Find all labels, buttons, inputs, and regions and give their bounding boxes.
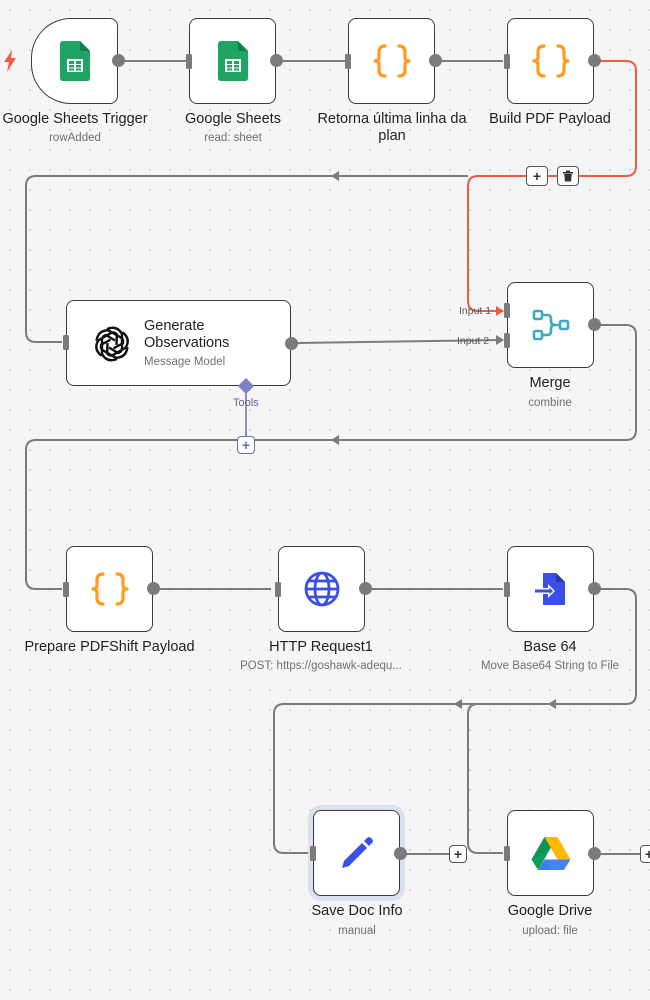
node-build-pdf-payload[interactable] [507, 18, 594, 104]
node-subtitle: rowAdded [49, 132, 101, 144]
input-handle[interactable] [504, 582, 510, 597]
node-subtitle: Move Base64 String to File [480, 660, 620, 672]
output-handle[interactable] [359, 582, 372, 595]
input-handle[interactable] [63, 582, 69, 597]
code-braces-icon [88, 567, 132, 611]
edge-delete-button[interactable] [557, 166, 579, 186]
google-sheets-icon [211, 39, 255, 83]
node-title: Build PDF Payload [489, 111, 611, 127]
output-handle[interactable] [588, 582, 601, 595]
code-braces-icon [370, 39, 414, 83]
edge-arrow-base64-loop-b [548, 699, 556, 709]
edge-arrow-build-loop [331, 171, 339, 181]
add-next-node-button[interactable]: + [449, 845, 467, 863]
input-handle[interactable] [275, 582, 281, 597]
node-merge[interactable] [507, 282, 594, 368]
output-handle[interactable] [429, 54, 442, 67]
globe-icon [300, 567, 344, 611]
node-save-doc-info[interactable] [313, 810, 400, 896]
node-google-drive[interactable] [507, 810, 594, 896]
node-title: Google Sheets [185, 111, 281, 127]
node-title: Generate Observations [144, 318, 230, 351]
google-drive-icon [529, 831, 573, 875]
file-convert-icon [529, 567, 573, 611]
code-braces-icon [529, 39, 573, 83]
edge-arrow-merge-input2 [496, 335, 504, 345]
input-handle[interactable] [186, 54, 192, 69]
node-google-sheets[interactable] [189, 18, 276, 104]
output-handle[interactable] [147, 582, 160, 595]
node-google-sheets-trigger[interactable] [31, 18, 118, 104]
output-handle[interactable] [270, 54, 283, 67]
edge-arrow-merge-loop [331, 435, 339, 445]
openai-icon [93, 325, 131, 363]
node-title: Google Drive [507, 903, 593, 919]
add-next-node-button[interactable]: + [640, 845, 650, 863]
edge-arrow-base64-loop-a [454, 699, 462, 709]
tools-connector-diamond[interactable] [238, 378, 254, 394]
input-handle[interactable] [504, 846, 510, 861]
pencil-icon [335, 831, 379, 875]
plus-icon: + [644, 846, 650, 862]
node-retorna-ultima-linha[interactable] [348, 18, 435, 104]
node-title: Prepare PDFShift Payload [24, 639, 195, 655]
plus-icon: + [453, 846, 463, 862]
google-sheets-icon [53, 39, 97, 83]
input-handle-1[interactable] [504, 303, 510, 318]
edge-arrow-merge-input1 [496, 306, 504, 316]
output-handle[interactable] [112, 54, 125, 67]
add-tool-button[interactable]: + [237, 436, 255, 454]
merge-input-2-label: Input 2 [457, 335, 490, 347]
node-subtitle: manual [338, 925, 376, 937]
node-subtitle: Message Model [144, 356, 226, 368]
edge-add-node-button[interactable]: + [526, 166, 548, 186]
tools-label: Tools [233, 397, 259, 409]
node-base-64[interactable] [507, 546, 594, 632]
merge-input-1-label: Input 1 [459, 305, 492, 317]
node-title: Retorna última linha da plan [317, 111, 467, 144]
merge-icon [529, 303, 573, 347]
trigger-bolt-icon [4, 50, 16, 72]
node-title: Save Doc Info [311, 903, 403, 919]
output-handle[interactable] [588, 54, 601, 67]
node-prepare-pdfshift-payload[interactable] [66, 546, 153, 632]
input-handle[interactable] [63, 335, 69, 350]
node-http-request[interactable] [278, 546, 365, 632]
node-title: HTTP Request1 [269, 639, 373, 655]
node-subtitle: POST: https://goshawk-adequ... [240, 660, 402, 672]
input-handle[interactable] [310, 846, 316, 861]
output-handle[interactable] [588, 847, 601, 860]
output-handle[interactable] [394, 847, 407, 860]
node-title: Merge [529, 375, 571, 391]
node-subtitle: combine [528, 397, 572, 409]
node-generate-observations[interactable]: Generate Observations Message Model [66, 300, 291, 386]
input-handle[interactable] [504, 54, 510, 69]
trash-icon [563, 170, 573, 182]
node-subtitle: read: sheet [204, 132, 262, 144]
input-handle-2[interactable] [504, 333, 510, 348]
plus-icon: + [241, 437, 251, 453]
output-handle[interactable] [285, 337, 298, 350]
plus-icon: + [532, 168, 542, 184]
node-title: Google Sheets Trigger [2, 111, 148, 127]
output-handle[interactable] [588, 318, 601, 331]
node-title: Base 64 [523, 639, 577, 655]
input-handle[interactable] [345, 54, 351, 69]
node-subtitle: upload: file [522, 925, 578, 937]
